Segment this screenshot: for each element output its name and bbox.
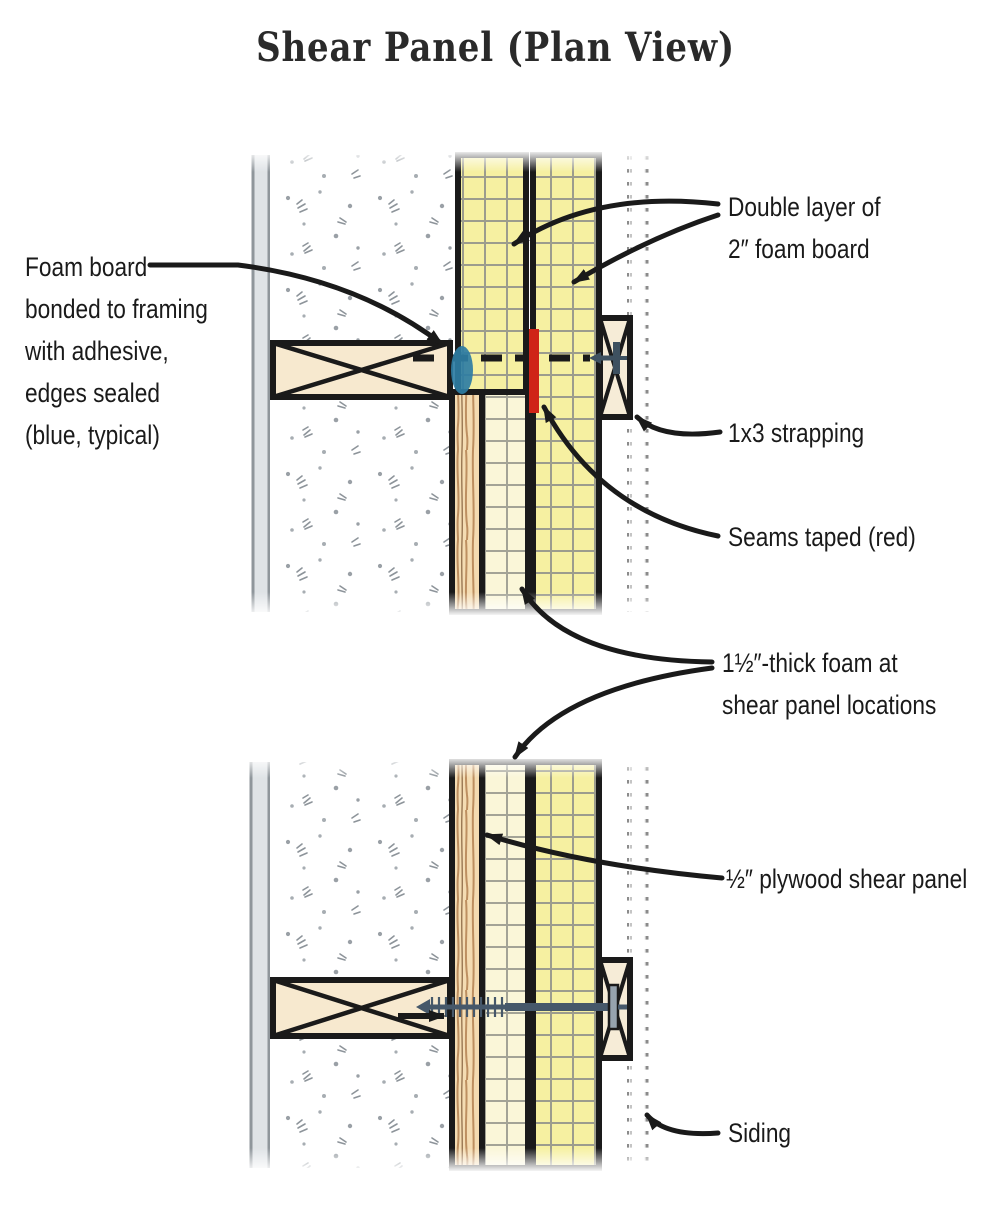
label-thick-foam: 1½″-thick foam at shear panel locations bbox=[722, 642, 936, 726]
adhesive-dot-blue bbox=[451, 346, 473, 394]
siding-dotted-line bbox=[644, 762, 649, 1168]
insulation-speckle bbox=[270, 762, 455, 1168]
leader-thick-foam-upper bbox=[519, 586, 715, 665]
page-title: Shear Panel (Plan View) bbox=[256, 24, 735, 71]
label-line: edges sealed bbox=[25, 378, 160, 408]
leader-thick-foam-lower bbox=[512, 665, 715, 760]
label-line: with adhesive, bbox=[25, 336, 169, 366]
label-line: Foam board bbox=[25, 252, 148, 282]
torn-edge-fade bbox=[248, 592, 654, 616]
foam-board-1half-in-upper bbox=[479, 389, 531, 615]
label-line: Double layer of bbox=[728, 192, 881, 222]
label-strapping: 1x3 strapping bbox=[728, 418, 865, 448]
screw-tip bbox=[589, 352, 601, 364]
leader-plywood bbox=[484, 832, 725, 881]
plywood-shear-panel-lower bbox=[449, 759, 485, 1171]
wall-section-upper bbox=[248, 150, 654, 616]
torn-edge-fade bbox=[246, 1148, 656, 1172]
gypsum-strip bbox=[252, 155, 270, 612]
stud-lower bbox=[270, 977, 453, 1039]
foam-board-outer-2in-lower bbox=[530, 759, 602, 1171]
gypsum-strip bbox=[250, 762, 270, 1168]
label-siding: Siding bbox=[728, 1118, 792, 1148]
label-line: 2″ foam board bbox=[728, 234, 870, 264]
label-plywood: ½″ plywood shear panel bbox=[726, 864, 968, 894]
label-line: bonded to framing bbox=[25, 294, 208, 324]
screw-washer-head bbox=[607, 983, 620, 1031]
label-line: (blue, typical) bbox=[25, 420, 160, 450]
plywood-shear-panel-upper bbox=[449, 389, 485, 615]
leader-double-layer-inner bbox=[511, 198, 721, 247]
wall-section-lower bbox=[246, 756, 656, 1172]
leader-seams-taped bbox=[541, 404, 721, 539]
label-double-layer: Double layer of 2″ foam board bbox=[728, 186, 881, 270]
label-line: shear panel locations bbox=[722, 690, 937, 720]
strapping-1x3-upper bbox=[589, 315, 633, 420]
label-line: 1½″-thick foam at bbox=[722, 648, 898, 678]
gypsum-strip-edges bbox=[249, 762, 271, 1168]
stud-upper bbox=[270, 340, 453, 400]
label-seams-taped: Seams taped (red) bbox=[728, 522, 916, 552]
foam-board-outer-2in-upper bbox=[530, 152, 602, 615]
torn-edge-fade bbox=[246, 756, 656, 778]
label-foam-board-note: Foam board bonded to framing with adhesi… bbox=[25, 246, 208, 456]
leader-siding bbox=[644, 1112, 721, 1137]
leader-double-layer-outer bbox=[571, 212, 721, 285]
torn-edge-fade bbox=[248, 150, 654, 172]
siding-dotted-line bbox=[644, 155, 649, 612]
leader-strapping bbox=[634, 414, 723, 437]
screw-washer-head bbox=[613, 342, 620, 374]
leader-arrows bbox=[147, 198, 725, 1137]
leader-foam-board-note bbox=[147, 262, 445, 347]
seam-tape-red bbox=[529, 329, 539, 413]
gypsum-strip-edges bbox=[251, 155, 271, 612]
foam-board-1half-in-lower bbox=[479, 759, 531, 1171]
screw-through-strapping bbox=[416, 983, 627, 1031]
